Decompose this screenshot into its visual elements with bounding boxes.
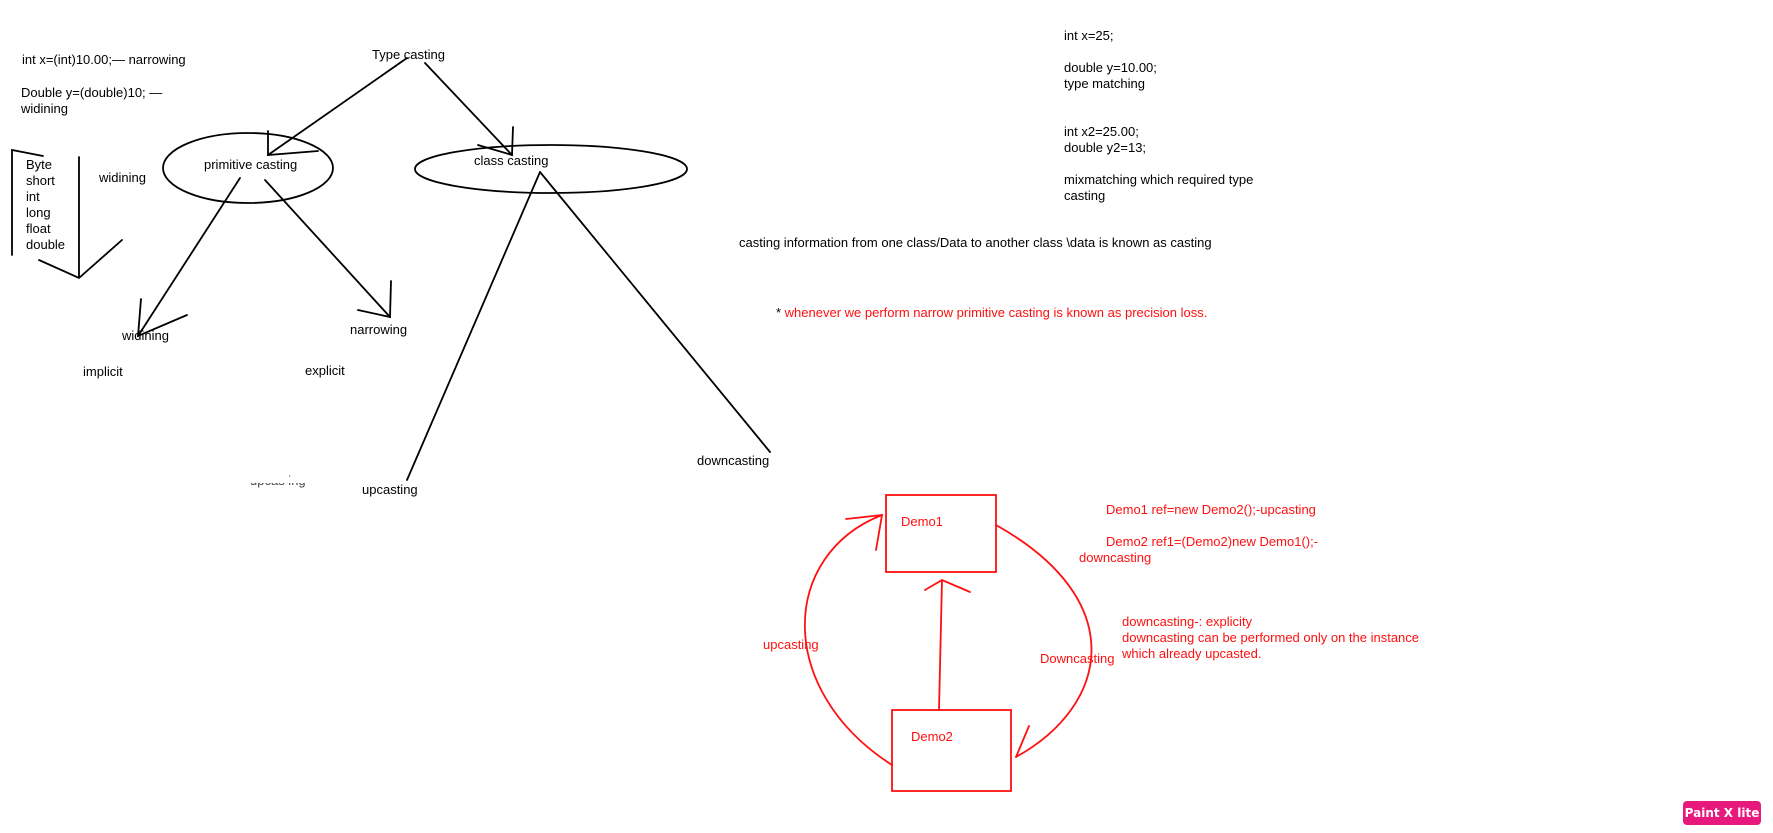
downcasting-notes: downcasting-: explicity downcasting can … <box>1122 614 1420 661</box>
stroke-primitive-to-widening <box>137 177 241 337</box>
upcasting-leaf: upcasting <box>362 482 418 497</box>
primitive-types-list: Byte short int long float double <box>26 157 66 252</box>
downcasting-code-line1: Demo2 ref1=(Demo2)new Demo1();- <box>1106 534 1319 549</box>
eraser-mark <box>246 478 312 483</box>
precision-note-line: * whenever we perform narrow primitive c… <box>776 305 1207 321</box>
type-matching-notes: int x=25; double y=10.00; type matching <box>1064 28 1157 91</box>
arrowhead-demo1-bottom <box>924 578 971 593</box>
stroke-class-to-upcasting <box>406 171 541 481</box>
implicit-label: implicit <box>83 364 123 379</box>
demo2-box-label: Demo2 <box>911 729 953 744</box>
mixmatching-notes: int x2=25.00; double y2=13; mixmatching … <box>1064 124 1254 203</box>
widening-down-arrow <box>38 156 123 280</box>
erased-text-group: upcas ing <box>246 473 312 488</box>
widening-up-arrow <box>11 148 44 256</box>
upcasting-curve <box>803 514 893 766</box>
arrowhead-narrowing <box>357 280 392 319</box>
narrowing-leaf: narrowing <box>350 322 408 337</box>
precision-note: whenever we perform narrow primitive cas… <box>784 305 1208 320</box>
upcasting-code: Demo1 ref=new Demo2();-upcasting <box>1106 502 1316 517</box>
stroke-class-to-downcasting <box>539 171 771 453</box>
explicit-label: explicit <box>305 363 345 378</box>
stroke-title-to-class <box>424 62 513 156</box>
primitive-ellipse <box>162 132 334 204</box>
arrowhead-upcasting <box>845 513 884 551</box>
upcasting-arrow-label: upcasting <box>763 637 819 652</box>
widening-side-label: widining <box>99 170 146 185</box>
casting-definition: casting information from one class/Data … <box>739 235 1212 250</box>
demo1-rect <box>885 494 997 573</box>
downcasting-code-line2: downcasting <box>1079 550 1152 565</box>
arrowhead-primitive <box>267 130 319 156</box>
diagram-title: Type casting <box>372 47 445 62</box>
stroke-title-to-primitive <box>267 57 408 156</box>
widening-example: Double y=(double)10; — widining <box>21 85 163 116</box>
stroke-demo2-to-demo1 <box>938 579 943 711</box>
tree-strokes <box>11 57 771 481</box>
arrowhead-widening <box>136 298 188 338</box>
demo1-box-label: Demo1 <box>901 514 943 529</box>
precision-star: * <box>776 305 785 320</box>
downcasting-curve <box>995 524 1093 758</box>
stroke-primitive-to-narrowing <box>264 179 391 318</box>
red-strokes <box>803 494 1093 792</box>
class-casting-node: class casting <box>474 153 549 168</box>
class-ellipse <box>414 144 688 194</box>
app-badge[interactable]: Paint X lite <box>1683 801 1761 825</box>
primitive-casting-node: primitive casting <box>204 157 298 172</box>
demo2-rect <box>891 709 1012 792</box>
downcasting-arrow-label: Downcasting <box>1040 651 1115 666</box>
downcasting-leaf: downcasting <box>697 453 770 468</box>
widening-leaf: widining <box>122 328 169 343</box>
arrowhead-downcasting <box>1015 725 1030 758</box>
narrowing-example: int x=(int)10.00;— narrowing <box>22 52 186 67</box>
